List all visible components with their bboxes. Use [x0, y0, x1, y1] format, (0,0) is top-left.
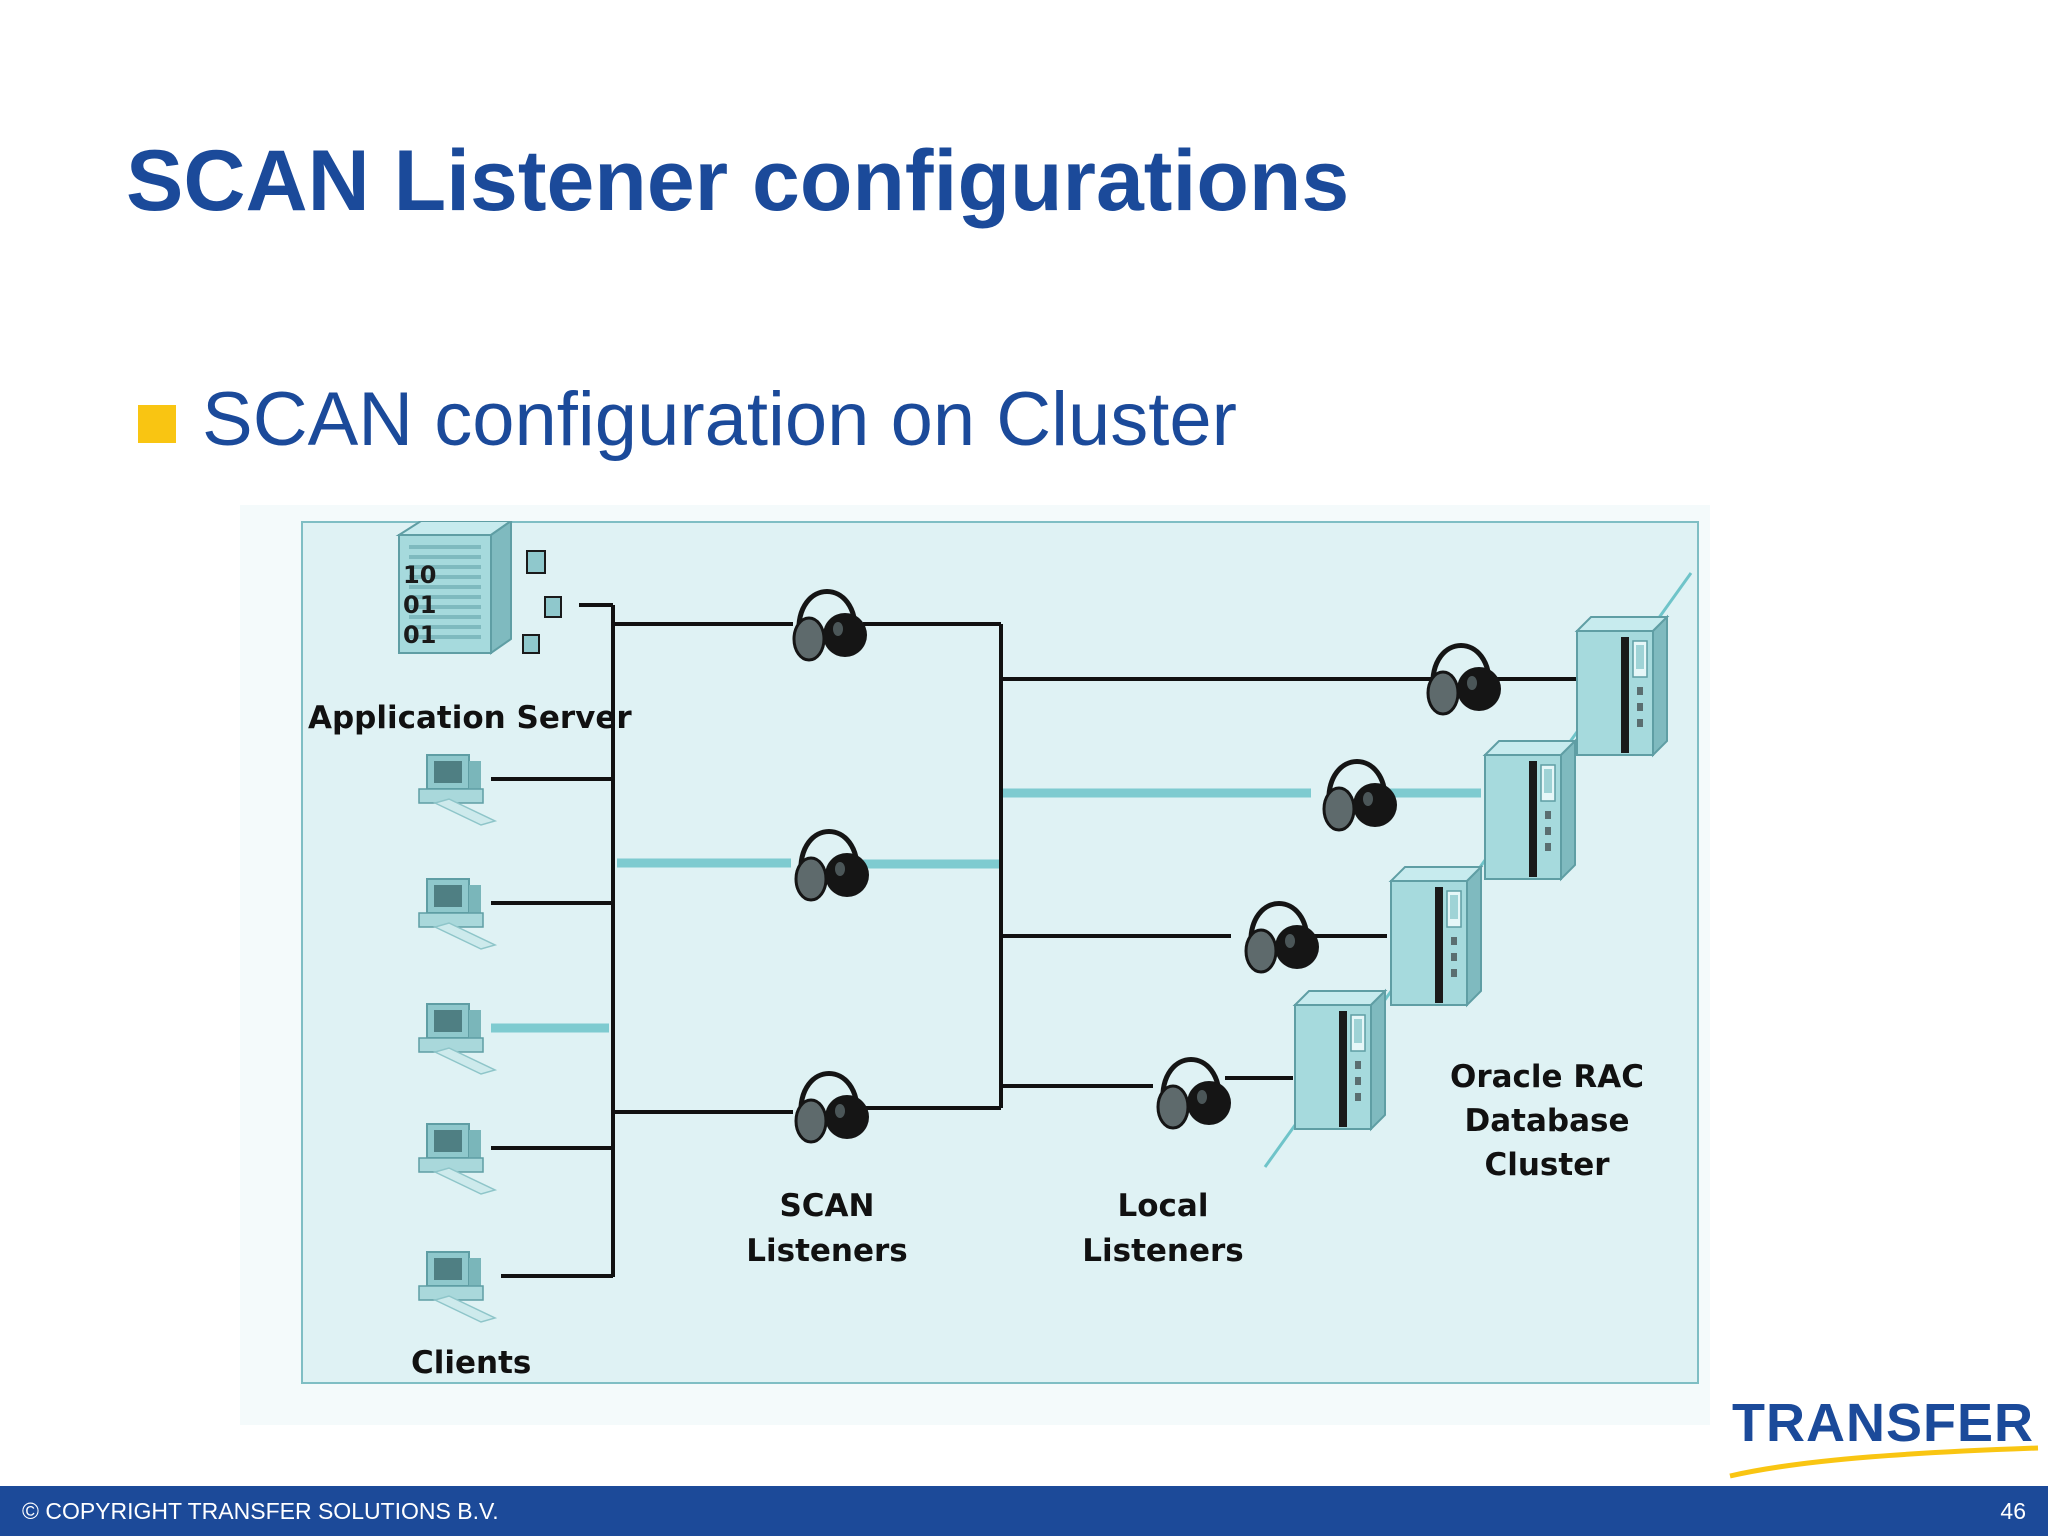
client-bus-highlight — [491, 858, 791, 1033]
server-bits-2: 01 — [403, 591, 436, 619]
rac-node-server-icon — [1576, 616, 1668, 756]
scan-listeners-label-line1: SCAN — [779, 1188, 874, 1224]
rac-cluster-label-line3: Cluster — [1484, 1147, 1610, 1183]
page-number: 46 — [2000, 1498, 2026, 1524]
rac-node-server-icon — [1390, 866, 1482, 1006]
footer-copyright: © COPYRIGHT TRANSFER SOLUTIONS B.V. — [22, 1498, 499, 1524]
rac-cluster-label-line2: Database — [1465, 1103, 1630, 1139]
scan-listeners-label-line2: Listeners — [746, 1233, 908, 1269]
clients-label: Clients — [411, 1345, 531, 1381]
local-listeners-label-line2: Listeners — [1082, 1233, 1244, 1269]
footer-bar: © COPYRIGHT TRANSFER SOLUTIONS B.V. 46 — [0, 1486, 2048, 1536]
client-bus — [491, 603, 793, 1278]
server-bits-3: 01 — [403, 621, 436, 649]
bullet-square-icon — [138, 405, 176, 443]
local-listeners-label-line1: Local — [1118, 1188, 1209, 1224]
bullet-item: SCAN configuration on Cluster — [138, 382, 1237, 458]
slide-title: SCAN Listener configurations — [126, 133, 1350, 229]
logo-text: TRANSFER — [1732, 1393, 2034, 1453]
transfer-logo: TRANSFER — [1728, 1388, 2040, 1482]
scan-bus — [863, 622, 1577, 1110]
rac-cluster-label-line1: Oracle RAC — [1450, 1059, 1644, 1095]
application-server-icon: 10 01 01 — [395, 521, 562, 655]
rac-node-server-icon — [1294, 990, 1386, 1130]
application-server-label: Application Server — [308, 700, 632, 736]
bullet-text: SCAN configuration on Cluster — [202, 377, 1237, 462]
logo-swoosh-icon — [1729, 1445, 2039, 1479]
scan-listener-diagram: 10 01 01 Application Server Clients SCAN… — [301, 521, 1699, 1384]
server-bits-1: 10 — [403, 561, 436, 589]
rac-node-server-icon — [1484, 740, 1576, 880]
scan-bus-highlight — [863, 788, 1481, 869]
